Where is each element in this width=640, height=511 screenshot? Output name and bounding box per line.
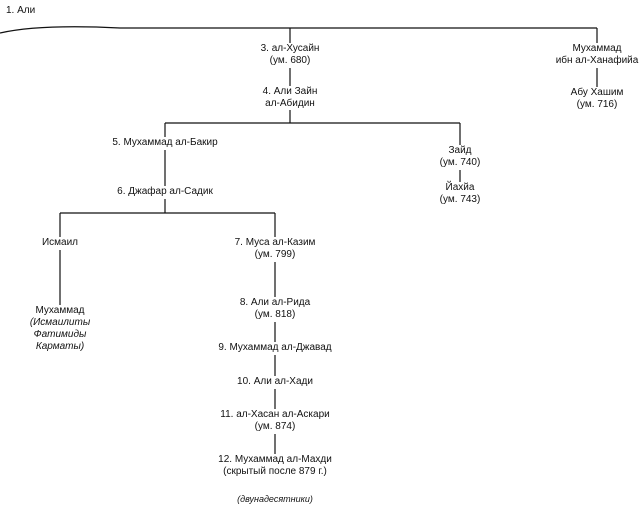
label-muhammad-ismail-name: Мухаммад xyxy=(35,305,85,316)
node-ismail: Исмаил xyxy=(39,237,81,249)
label-zayd-date: (ум. 740) xyxy=(439,157,481,168)
node-hadi: 10. Али ал-Хади xyxy=(235,376,315,388)
node-muhammad-ismail: Мухаммад (Исмаилиты Фатимиды Карматы) xyxy=(27,305,93,353)
label-ali: 1. Али xyxy=(6,5,36,16)
node-twelvers: (двунадесятники) xyxy=(235,493,315,505)
node-zayd: Зайд (ум. 740) xyxy=(437,145,483,169)
label-abu-hashim-name: Абу Хашим xyxy=(570,87,624,98)
label-rida-name: 8. Али ал-Рида xyxy=(239,297,311,308)
label-abu-hashim-date: (ум. 716) xyxy=(576,99,618,110)
label-rida-date: (ум. 818) xyxy=(254,309,296,320)
label-jawad: 9. Мухаммад ал-Джавад xyxy=(218,342,332,353)
label-husayn-name: 3. ал-Хусайн xyxy=(260,43,320,54)
label-twelvers: (двунадесятники) xyxy=(237,494,313,504)
label-mahdi-name: 12. Мухаммад ал-Махди xyxy=(218,454,332,465)
label-ismail: Исмаил xyxy=(41,237,79,248)
node-hanafiya: Мухаммад ибн ал-Ханафийа xyxy=(553,43,640,67)
node-mahdi: 12. Мухаммад ал-Махди (скрытый после 879… xyxy=(216,454,334,478)
label-ismailis: (Исмаилиты xyxy=(29,317,91,328)
label-musa-name: 7. Муса ал-Казим xyxy=(234,237,316,248)
label-askari-date: (ум. 874) xyxy=(254,421,296,432)
node-yahya: Йахйа (ум. 743) xyxy=(437,182,483,206)
label-mahdi-occultation: (скрытый после 879 г.) xyxy=(223,466,327,477)
label-yahya-date: (ум. 743) xyxy=(439,194,481,205)
label-baqir: 5. Мухаммад ал-Бакир xyxy=(112,137,218,148)
node-jawad: 9. Мухаммад ал-Джавад xyxy=(216,342,334,354)
label-hadi: 10. Али ал-Хади xyxy=(237,376,313,387)
node-ali: 1. Али xyxy=(4,5,38,17)
label-musa-date: (ум. 799) xyxy=(254,249,296,260)
node-zayn: 4. Али Зайн ал-Абидин xyxy=(260,86,320,110)
node-baqir: 5. Мухаммад ал-Бакир xyxy=(110,137,220,149)
label-fatimids: Фатимиды xyxy=(33,329,87,340)
label-yahya-name: Йахйа xyxy=(445,182,475,193)
label-zayd-name: Зайд xyxy=(448,145,472,156)
label-qarmatians: Карматы) xyxy=(35,341,85,352)
node-abu-hashim: Абу Хашим (ум. 716) xyxy=(568,87,626,111)
label-hanafiya-nasab: ибн ал-Ханафийа xyxy=(555,55,639,66)
label-zayn-name: 4. Али Зайн xyxy=(262,86,318,97)
label-husayn-date: (ум. 680) xyxy=(269,55,311,66)
node-jafar: 6. Джафар ал-Садик xyxy=(115,186,215,198)
node-askari: 11. ал-Хасан ал-Аскари (ум. 874) xyxy=(218,409,332,433)
label-zayn-title: ал-Абидин xyxy=(265,98,315,109)
label-jafar: 6. Джафар ал-Садик xyxy=(117,186,213,197)
node-rida: 8. Али ал-Рида (ум. 818) xyxy=(237,297,313,321)
label-askari-name: 11. ал-Хасан ал-Аскари xyxy=(220,409,330,420)
node-musa: 7. Муса ал-Казим (ум. 799) xyxy=(232,237,318,261)
node-husayn: 3. ал-Хусайн (ум. 680) xyxy=(258,43,322,67)
root-connector xyxy=(0,26,597,34)
label-hanafiya-name: Мухаммад xyxy=(572,43,622,54)
